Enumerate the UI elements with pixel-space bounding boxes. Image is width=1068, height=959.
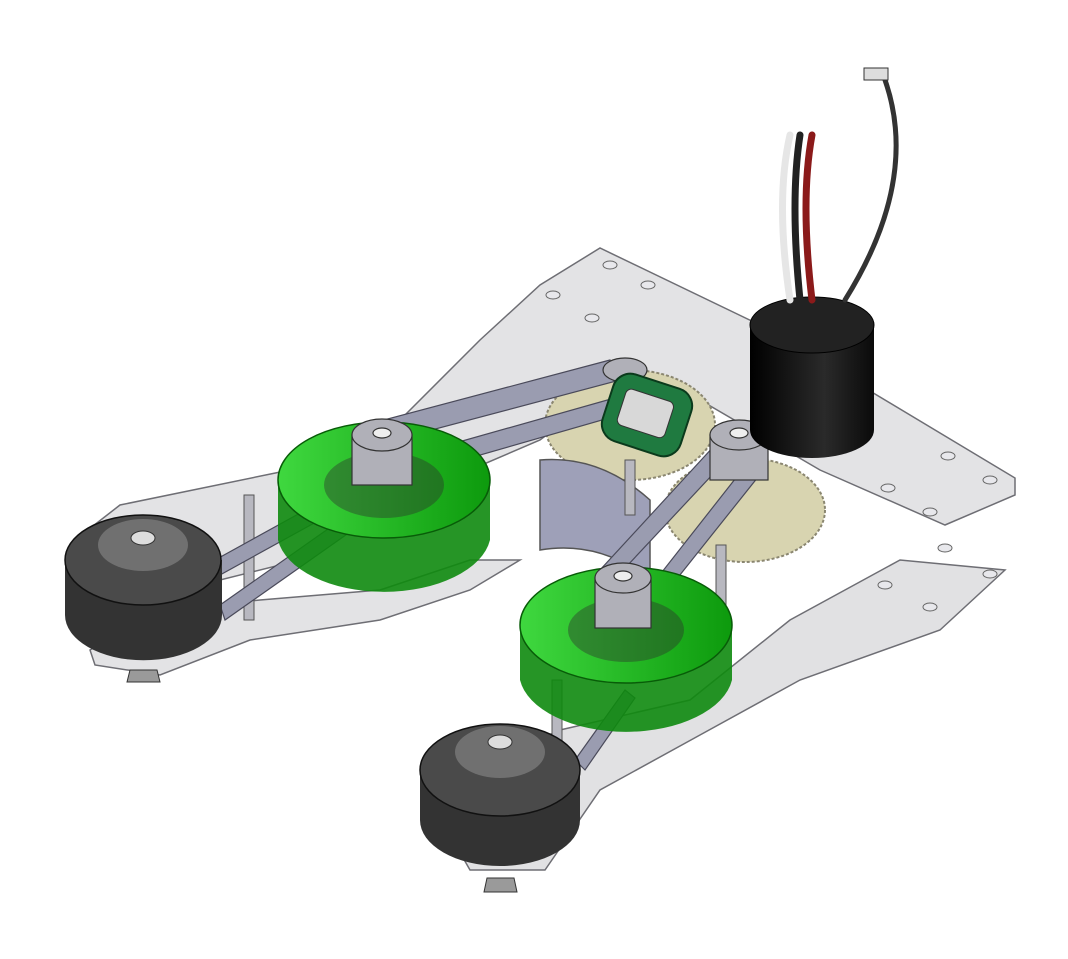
black-wheel-right bbox=[419, 723, 581, 893]
mounting-holes bbox=[545, 260, 998, 612]
green-wheel-lower bbox=[519, 566, 733, 732]
motor-wires bbox=[779, 67, 899, 304]
motor bbox=[749, 296, 875, 458]
encoder-module bbox=[600, 372, 694, 458]
black-wheel-left bbox=[64, 514, 222, 683]
